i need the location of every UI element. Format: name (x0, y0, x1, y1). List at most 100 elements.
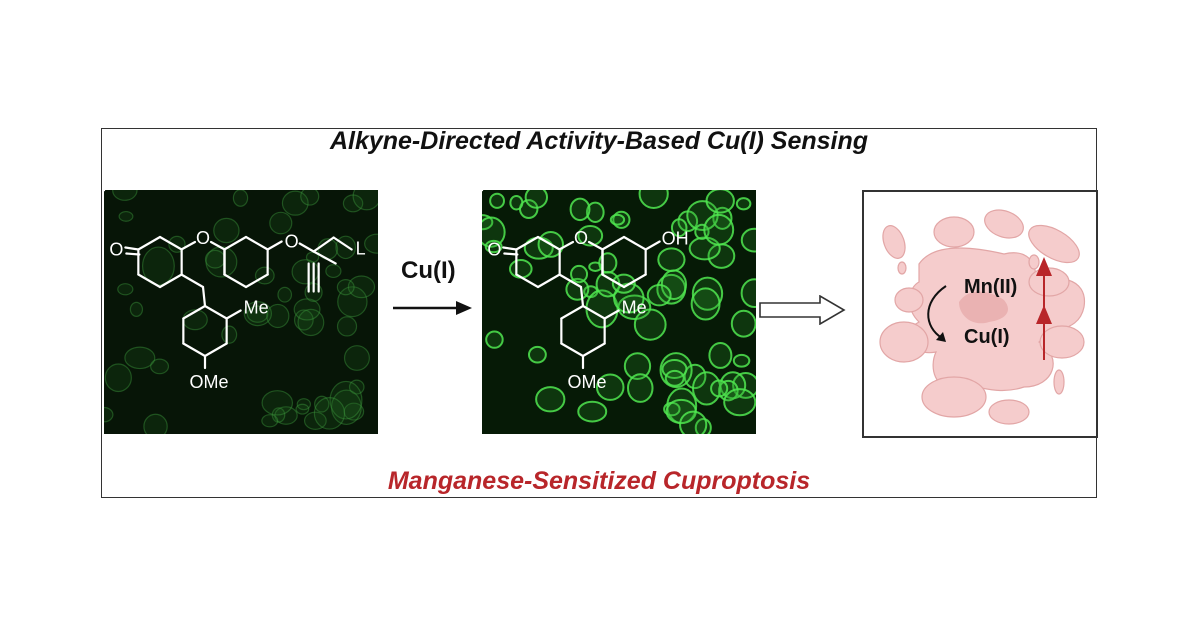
fluorescent-cell (735, 197, 752, 211)
bond (137, 273, 162, 289)
fluorescent-cell (482, 216, 506, 248)
fluorescent-cell (638, 190, 669, 209)
bond (266, 240, 283, 251)
bond (158, 273, 183, 289)
bond (137, 235, 162, 251)
cell-blob (1028, 254, 1040, 270)
fluorescent-cell (213, 217, 240, 244)
fluorescent-cell (577, 225, 604, 247)
fluorescent-cell (683, 363, 707, 390)
fluorescent-cell (570, 264, 589, 284)
bond (244, 235, 269, 251)
fluorescent-cell (150, 358, 170, 375)
fluorescent-cell (595, 373, 625, 401)
fluorescent-cell (337, 286, 368, 318)
carbonyl-oxygen-label: O (487, 240, 501, 260)
bond (312, 236, 335, 253)
fluorescent-cell (705, 190, 735, 214)
fluorescent-cell (112, 190, 138, 201)
fluorescent-cell (293, 298, 321, 321)
fluorescent-cell (336, 279, 355, 296)
ether-oxygen-label: O (285, 232, 299, 252)
fluorescent-cell (274, 406, 298, 425)
fluorescent-cell (329, 380, 363, 420)
carbonyl-oxygen-label: O (109, 240, 123, 260)
fluorescent-cell (246, 305, 269, 323)
ion-cu-label: Cu(I) (964, 326, 1010, 348)
fluorescent-cell (690, 287, 721, 321)
fluorescent-cell (710, 379, 729, 398)
fluorescent-cell (232, 190, 249, 207)
bond (180, 273, 205, 289)
fluorescent-cell (723, 388, 756, 417)
bond (622, 235, 647, 251)
hydroxyl-label: OH (662, 229, 689, 249)
fluorescent-cell (343, 345, 370, 371)
cell-blob (988, 399, 1030, 425)
fluorescent-cell (708, 342, 733, 369)
cell-blob (879, 321, 929, 363)
bond (536, 235, 561, 251)
cell-blob (1053, 369, 1065, 395)
fluorescent-cell (124, 346, 156, 370)
red-up-arrow-icon (1036, 257, 1052, 360)
fluorescent-cell (740, 278, 756, 308)
fluorescent-cell (524, 190, 549, 209)
bond (312, 250, 337, 265)
fluorescent-cell (670, 218, 688, 238)
fluorescent-cell (609, 213, 626, 226)
fluorescent-cell (740, 227, 756, 253)
fluorescent-cell (335, 235, 357, 260)
fluorescent-cell (266, 303, 290, 329)
fluorescent-cell (271, 407, 286, 423)
bond (125, 252, 141, 256)
ring-oxygen-label: O (196, 228, 210, 248)
fluorescent-cell (691, 276, 724, 311)
fluorescent-cell (347, 275, 376, 299)
reaction-arrow-icon (393, 301, 472, 315)
figure-title: Alkyne-Directed Activity-Based Cu(I) Sen… (329, 127, 869, 155)
cell-blob (921, 376, 987, 418)
bond (622, 273, 647, 289)
micro-background (104, 190, 378, 434)
curved-arrowhead-icon (936, 332, 946, 342)
fluorescent-cell (277, 286, 293, 303)
bond (503, 252, 519, 256)
bond (558, 240, 575, 251)
bond (587, 240, 604, 251)
methoxy-label: OMe (189, 372, 228, 392)
fluorescent-cell (623, 352, 652, 380)
bond (223, 273, 248, 289)
fluorescent-cell (646, 283, 672, 307)
fluorescent-cell (352, 190, 378, 211)
cell-diagram: Mn(II) Cu(I) (862, 190, 1098, 438)
fluorescent-cell (626, 373, 654, 403)
bond (558, 273, 583, 289)
fluorescent-cell (679, 410, 708, 434)
methoxy-label: OMe (567, 372, 606, 392)
bond (332, 236, 353, 251)
fluorescent-cell (569, 197, 591, 222)
bond (601, 273, 626, 289)
bond (560, 342, 585, 358)
bond (158, 235, 183, 251)
fluorescent-cell (129, 301, 144, 317)
figure-subtitle: Manganese-Sensitized Cuproptosis (387, 467, 811, 495)
cell-blob (933, 216, 975, 248)
reagent-label: Cu(I) (401, 257, 456, 284)
fluorescent-cell (295, 403, 310, 415)
fluorescent-cell (703, 213, 735, 246)
bond (581, 304, 606, 320)
bond (579, 285, 585, 308)
fluorescent-cell (364, 233, 378, 254)
bond (502, 246, 518, 251)
fluorescent-cell (508, 259, 533, 279)
fluorescent-cell (657, 247, 686, 272)
fluorescent-cell (269, 211, 293, 235)
fluorescent-cell (104, 363, 132, 393)
fluorescent-cell (221, 325, 238, 344)
fluorescent-cell (485, 330, 504, 349)
